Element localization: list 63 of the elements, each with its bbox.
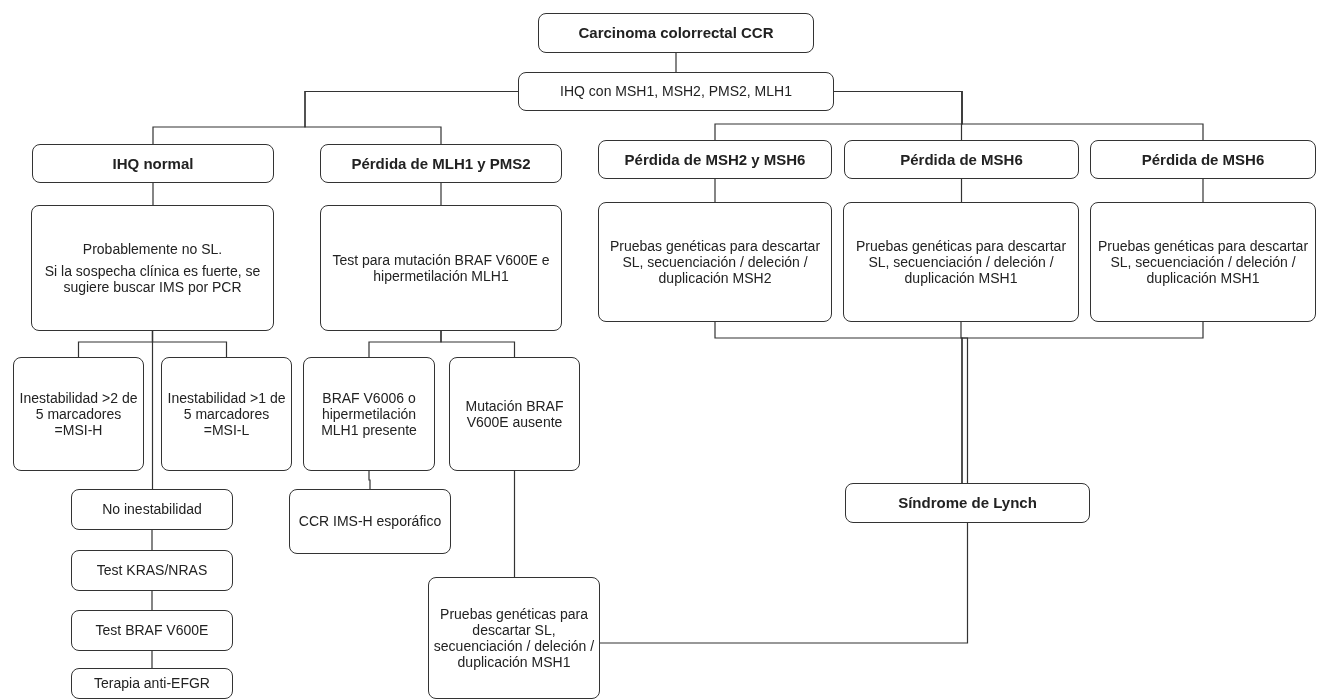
node-text: Pérdida de MLH1 y PMS2 (351, 154, 531, 173)
node-text: Inestabilidad >2 de 5 marcadores =MSI-H (18, 389, 139, 439)
connector-line (440, 330, 516, 358)
heading-box (32, 144, 274, 183)
connector-line (151, 650, 153, 669)
process-box (31, 205, 274, 331)
node-text: Pruebas genéticas para descartar SL, secuenciación / deleción / duplicación MSH2 (608, 237, 822, 287)
node-text: Test BRAF V600E (95, 622, 209, 639)
connector-line (368, 470, 371, 490)
connector-line (960, 178, 963, 203)
connector-line (152, 182, 154, 206)
node-text: IHQ normal (112, 154, 194, 173)
node-text: Pruebas genéticas para descartar SL, secuenciación / deleción / duplicación MSH1 (1096, 237, 1310, 287)
process-box (449, 357, 580, 471)
connector-line (960, 321, 969, 484)
node-text: IHQ con MSH1, MSH2, PMS2, MLH1 (560, 83, 792, 100)
process-box (13, 357, 144, 471)
node-text: Probablemente no SL. (82, 240, 223, 257)
heading-box (320, 144, 562, 183)
node-text: Carcinoma colorrectal CCR (578, 24, 774, 42)
node-text: Terapia anti-EFGR (94, 675, 210, 692)
process-box (428, 577, 600, 699)
process-box (71, 489, 233, 530)
connector-line (151, 330, 154, 490)
process-box (161, 357, 292, 471)
node-text: Pérdida de MSH2 y MSH6 (624, 150, 806, 169)
heading-box (538, 13, 814, 53)
connector-line (1202, 178, 1204, 203)
process-box (289, 489, 451, 554)
node-text: Test KRAS/NRAS (96, 562, 208, 579)
connector-line (599, 522, 969, 644)
heading-box (845, 483, 1090, 523)
node-text: Pérdida de MSH6 (1141, 150, 1265, 169)
node-text: Test para mutación BRAF V600E e hipermetilación MLH1 (331, 251, 551, 285)
connector-line (440, 182, 442, 206)
node-text: Pruebas genéticas para descartar SL, secuenciación / deleción / duplicación MSH1 (433, 605, 595, 671)
node-text: Inestabilidad >1 de 5 marcadores =MSI-L (166, 389, 287, 439)
process-box (303, 357, 435, 471)
process-box (320, 205, 562, 331)
heading-box (598, 140, 832, 179)
connector-line (151, 529, 153, 551)
node-text: Pérdida de MSH6 (900, 150, 1023, 169)
node-text: Si la sospecha clínica es fuerte, se sugiere buscar IMS por PCR (43, 262, 262, 296)
connector-line (513, 470, 516, 578)
node-text: CCR IMS-H esporáfico (298, 513, 442, 530)
heading-box (1090, 140, 1316, 179)
connector-line (675, 52, 677, 73)
process-box (71, 550, 233, 591)
node-text: BRAF V6006 o hipermetilación MLH1 presente (320, 389, 418, 439)
connector-line (961, 321, 1204, 484)
node-text: Pruebas genéticas para descartar SL, secuenciación / deleción / duplicación MSH1 (854, 237, 1068, 287)
process-box (598, 202, 832, 322)
node-text: No inestabilidad (102, 501, 202, 518)
process-box (518, 72, 834, 111)
process-box (71, 668, 233, 699)
node-text: Mutación BRAF V600E ausente (464, 397, 565, 431)
process-box (1090, 202, 1316, 322)
connector-line (714, 178, 716, 203)
node-text: Síndrome de Lynch (898, 494, 1037, 512)
process-box (843, 202, 1079, 322)
heading-box (844, 140, 1079, 179)
connector-line (151, 590, 153, 611)
process-box (71, 610, 233, 651)
